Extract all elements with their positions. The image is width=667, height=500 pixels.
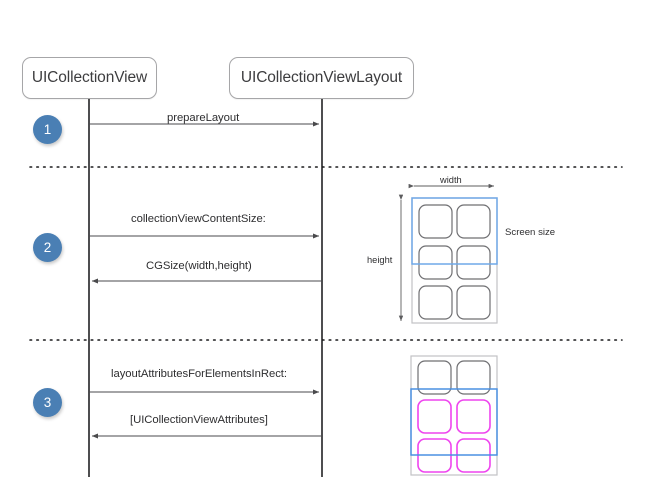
elements-in-rect-figure — [410, 355, 498, 476]
query-rect — [410, 388, 498, 456]
section-separators — [29, 166, 623, 341]
message-label-layoutattributesforelementsinrect: layoutAttributesForElementsInRect: — [111, 368, 287, 380]
screen-viewport-rect — [411, 197, 498, 265]
message-label-cgsize: CGSize(width,height) — [146, 260, 252, 272]
actor-label: UICollectionViewLayout — [240, 69, 403, 86]
height-dimension-label: height — [367, 255, 393, 265]
screen-size-label: Screen size — [505, 227, 556, 238]
content-size-figure — [398, 183, 498, 324]
message-label-uicollectionviewattributes: [UICollectionViewAttributes] — [130, 414, 268, 426]
actor-uicollectionviewlayout[interactable]: UICollectionViewLayout — [229, 57, 414, 99]
actor-label: UICollectionView — [31, 69, 148, 86]
step-badge-3[interactable]: 3 — [33, 388, 62, 417]
actor-uicollectionview[interactable]: UICollectionView — [22, 57, 157, 99]
message-arrows — [89, 121, 322, 439]
step-number: 1 — [43, 122, 52, 137]
step-badge-2[interactable]: 2 — [33, 233, 62, 262]
step-badge-1[interactable]: 1 — [33, 115, 62, 144]
message-label-collectionviewcontentsize: collectionViewContentSize: — [131, 213, 266, 225]
step-number: 3 — [43, 395, 52, 410]
message-label-preparelayout: prepareLayout — [167, 112, 240, 124]
width-dimension-label: width — [440, 175, 462, 185]
lifelines — [88, 99, 323, 477]
step-number: 2 — [43, 240, 52, 255]
